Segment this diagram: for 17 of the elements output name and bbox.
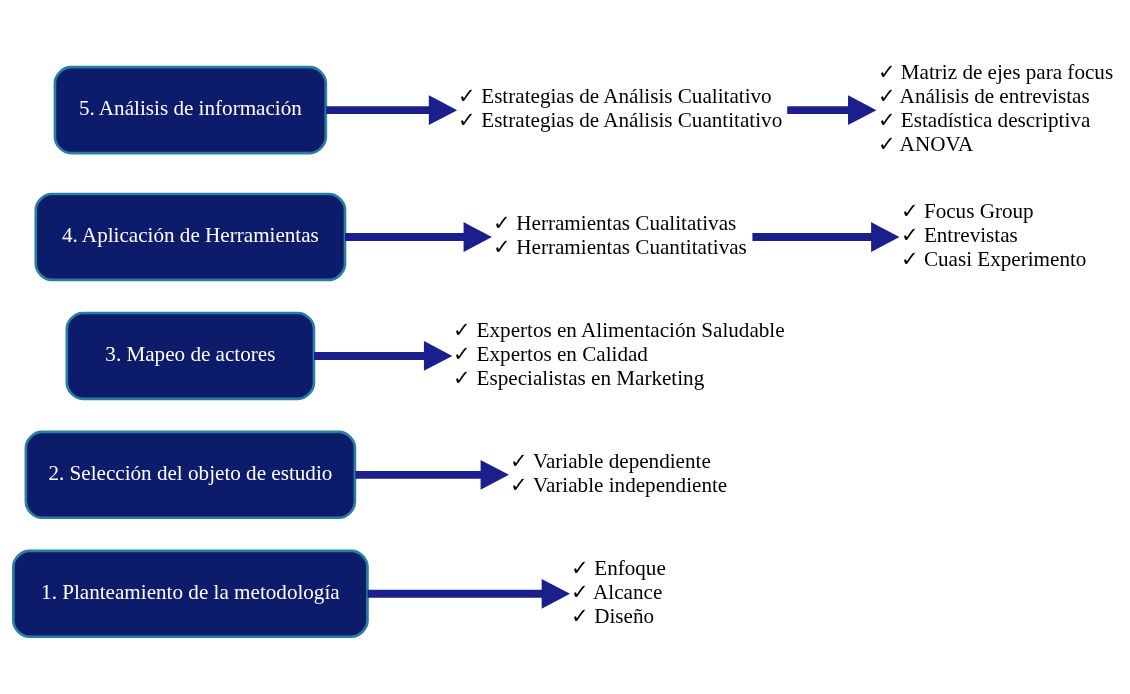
node-box: 3. Mapeo de actores [65, 311, 316, 401]
node-box: 1. Planteamiento de la metodología [12, 549, 369, 639]
node-box: 5. Análisis de información [53, 65, 328, 155]
node-text: ✓ Herramientas Cualitativas ✓ Herramientas Cuantitativas [492, 211, 747, 259]
node-text: ✓ Variable dependiente ✓ Variable independiente [510, 448, 728, 497]
arrow [314, 341, 453, 371]
node-box: 2. Selección del objeto de estudio [24, 430, 357, 520]
node-text: ✓ Focus Group ✓ Entrevistas ✓ Cuasi Experimento [900, 199, 1087, 271]
node-text: ✓ Expertos en Alimentación Saludable ✓ Expertos en Calidad ✓ Especialistas en Marketing [453, 318, 785, 390]
node-box: 4. Aplicación de Herramientas [34, 192, 347, 282]
arrow [355, 459, 509, 490]
arrow [345, 222, 492, 252]
arrow [367, 578, 571, 609]
node-text: ✓ Matriz de ejes para focus ✓ Análisis de entrevistas ✓ Estadística descriptiva ✓ ANOVA [877, 60, 1114, 156]
node-text: ✓ Estrategias de Análisis Cualitativo ✓ Estrategias de Análisis Cuantitativo [457, 84, 783, 133]
arrow [326, 95, 458, 126]
node-text: ✓ Enfoque ✓ Alcance ✓ Diseño [570, 556, 666, 628]
